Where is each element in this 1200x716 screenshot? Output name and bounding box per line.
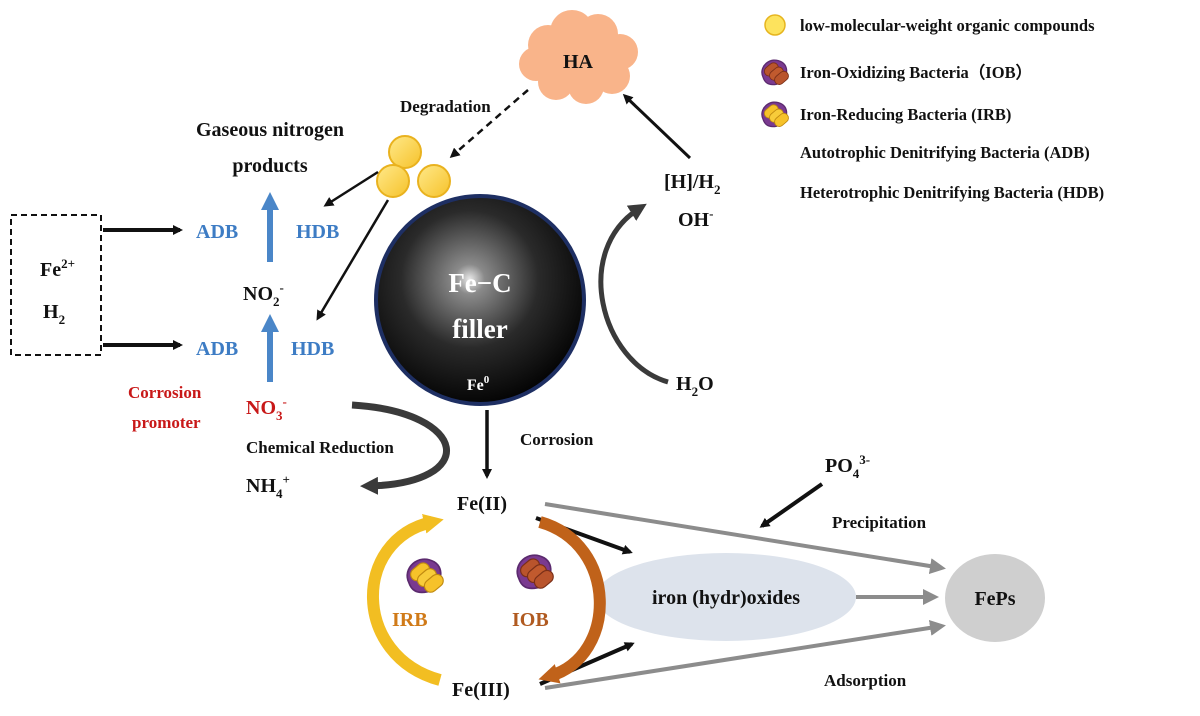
corrosion-promoter-line1: Corrosion — [128, 383, 202, 402]
legend-adb-label: Autotrophic Denitrifying Bacteria (ADB) — [800, 143, 1090, 162]
fe-iii-to-feps-arrow — [544, 619, 946, 690]
gaseous-products-line2: products — [232, 155, 307, 177]
hdb-top-label: HDB — [296, 221, 339, 243]
adb-bottom-label: ADB — [196, 338, 238, 360]
feps-circle — [945, 554, 1045, 642]
chemical-reduction-label: Chemical Reduction — [246, 438, 394, 457]
iron-oxides-label: iron (hydr)oxides — [652, 587, 800, 609]
legend-iob-label: Iron-Oxidizing Bacteria（IOB） — [800, 62, 1032, 82]
iob-label: IOB — [512, 609, 549, 631]
filler-label: filler — [452, 314, 507, 344]
legend-iob-icon — [761, 59, 792, 88]
po4-label: PO43- — [825, 452, 870, 481]
hdb-bottom-label: HDB — [291, 338, 334, 360]
nh4-label: NH4+ — [246, 472, 290, 501]
iron-oxides-ellipse — [596, 553, 856, 641]
h-h2-label: [H]/H2 — [664, 171, 721, 197]
h2-electron-donor-label: H2 — [43, 301, 65, 327]
water-to-h2-curved-arrow — [598, 203, 669, 385]
legend-lmw-icon — [764, 14, 786, 36]
iob-bacteria-icon — [516, 554, 557, 592]
irb-bacteria-icon — [406, 558, 447, 596]
no3-label: NO3- — [246, 394, 287, 423]
fe-c-label: Fe−C — [448, 268, 511, 298]
corrosion-promoter-line2: promoter — [132, 413, 201, 432]
oh-label: OH- — [678, 206, 713, 231]
legend-irb-label: Iron-Reducing Bacteria (IRB) — [800, 105, 1011, 124]
ha-cloud — [519, 10, 638, 104]
degradation-label: Degradation — [400, 97, 491, 116]
po4-arrow — [759, 482, 824, 528]
fe-c-filler-sphere — [374, 194, 586, 406]
corrosion-label: Corrosion — [520, 430, 594, 449]
gaseous-products-line1: Gaseous nitrogen — [196, 119, 344, 141]
legend-lmw-label: low-molecular-weight organic compounds — [800, 16, 1095, 35]
precipitation-label: Precipitation — [832, 513, 927, 532]
adb-top-label: ADB — [196, 221, 238, 243]
legend-irb-icon — [761, 101, 792, 130]
irb-label: IRB — [392, 609, 428, 631]
fe-iii-label: Fe(III) — [452, 679, 510, 701]
irb-cycle-arrow — [367, 514, 444, 686]
chemical-reduction-curved-arrow — [351, 401, 450, 495]
fe0-label: Fe0 — [467, 374, 490, 394]
degradation-arrow — [449, 89, 529, 158]
electron-donor-box — [10, 214, 102, 356]
legend-hdb-label: Heterotrophic Denitrifying Bacteria (HDB… — [800, 183, 1104, 202]
ha-label: HA — [563, 51, 594, 73]
adsorption-label: Adsorption — [824, 671, 907, 690]
fe-ii-to-feps-arrow — [544, 502, 946, 574]
lmw-organic-compounds — [376, 135, 451, 198]
iob-cycle-arrow — [538, 516, 606, 684]
h2o-label: H2O — [676, 373, 714, 399]
feps-label: FePs — [974, 588, 1015, 610]
h2-to-ha-arrow — [622, 93, 692, 160]
lmw-to-hdb-top-arrow — [323, 170, 379, 207]
fe2-label: Fe2+ — [40, 256, 75, 281]
fe-ii-label: Fe(II) — [457, 493, 507, 515]
no2-label: NO2- — [243, 280, 284, 309]
lmw-to-hdb-bottom-arrow — [316, 199, 390, 321]
